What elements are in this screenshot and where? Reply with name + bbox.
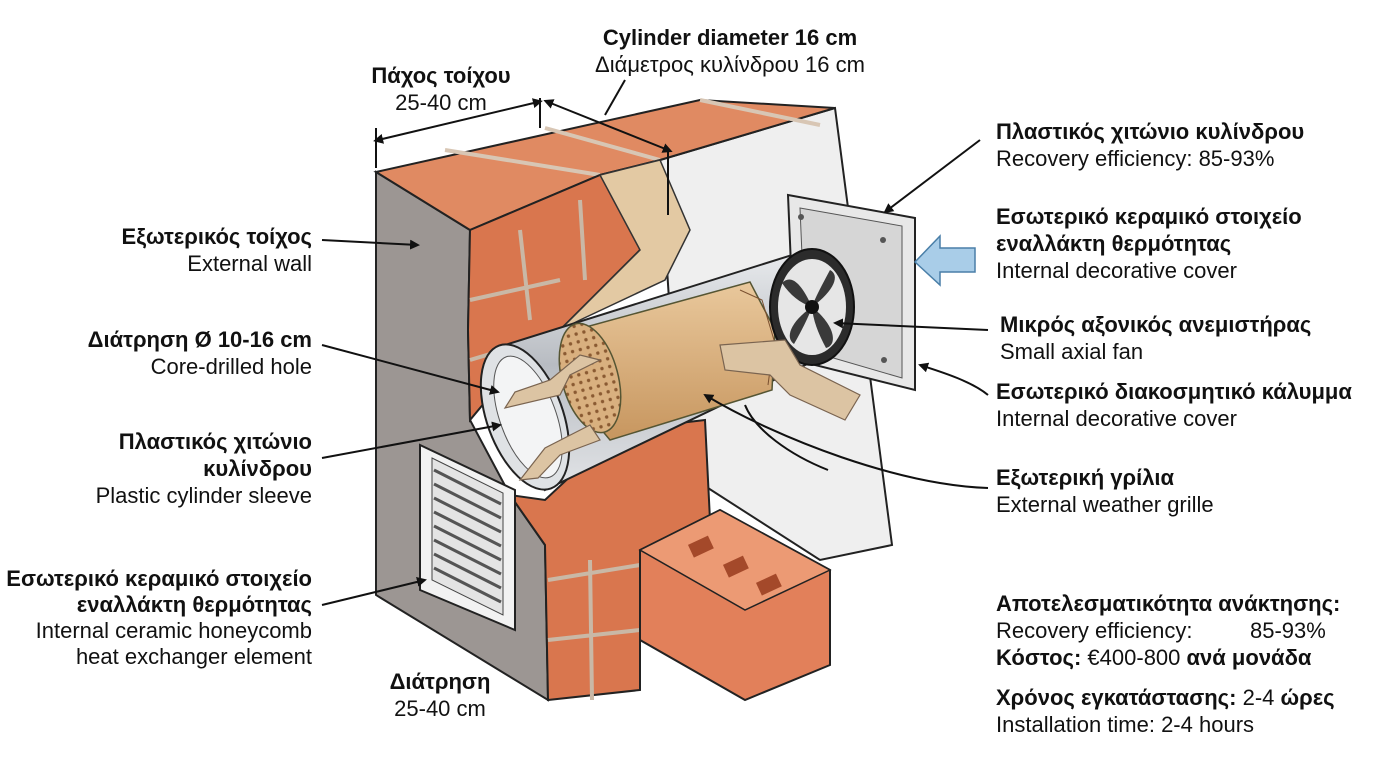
- decorative-cover-en: Internal decorative cover: [996, 406, 1237, 431]
- sleeve-right-en: Recovery efficiency: 85-93%: [996, 146, 1275, 171]
- leader-lines: [321, 79, 989, 606]
- wall-thickness-label: Πάχος τοίχου 25-40 cm: [356, 62, 526, 116]
- axial-fan: [769, 248, 855, 366]
- summary-time-unit: ώρες: [1280, 685, 1335, 710]
- weather-grille-en: External weather grille: [996, 492, 1214, 517]
- external-wall-label: Εξωτερικός τοίχος External wall: [122, 223, 312, 277]
- cold-air-arrow: [913, 234, 976, 287]
- sleeve-label-right: Πλαστικός χιτώνιο κυλίνδρου Recovery eff…: [996, 118, 1304, 172]
- summary-efficiency-row: Recovery efficiency: 85-93%: [996, 617, 1326, 644]
- summary-efficiency-en: Recovery efficiency:: [996, 618, 1193, 643]
- cylinder-diameter-en: Cylinder diameter 16 cm: [602, 25, 858, 50]
- axial-fan-label: Μικρός αξονικός ανεμιστήρας Small axial …: [1000, 311, 1311, 365]
- summary-efficiency-value: 85-93%: [1250, 618, 1326, 643]
- wall-thickness-title: Πάχος τοίχου: [371, 63, 511, 88]
- summary-cost-label: Κόστος:: [996, 645, 1082, 670]
- weather-grille-label: Εξωτερική γρίλια External weather grille: [996, 464, 1214, 518]
- insulation-layer: [559, 159, 691, 331]
- external-weather-grille: [419, 443, 516, 632]
- sleeve-right-gr: Πλαστικός χιτώνιο κυλίνδρου: [996, 119, 1305, 144]
- ceramic-core-label-right: Εσωτερικό κεραμικό στοιχείο εναλλάκτη θε…: [996, 203, 1302, 284]
- airflow-arrows: [503, 339, 861, 481]
- summary-cost-unit: ανά μονάδα: [1186, 645, 1312, 670]
- external-wall-gr: Εξωτερικός τοίχος: [121, 224, 312, 249]
- ceramic-core-right-en: Internal decorative cover: [996, 258, 1237, 283]
- summary-time-en-row: Installation time: 2-4 hours: [996, 711, 1254, 738]
- cylinder-diameter-label: Cylinder diameter 16 cm Διάμετρος κυλίνδ…: [560, 24, 900, 78]
- ceramic-core-left-gr-2: εναλλάκτη θερμότητας: [76, 592, 312, 617]
- sleeve-left-en: Plastic cylinder sleeve: [95, 483, 312, 508]
- summary-time-label: Χρόνος εγκατάστασης:: [996, 685, 1237, 710]
- axial-fan-en: Small axial fan: [1000, 339, 1144, 364]
- drilling-depth-label: Διάτρηση 25-40 cm: [370, 668, 510, 722]
- summary-cost-value: €400-800: [1087, 645, 1181, 670]
- ceramic-core-right-gr-2: εναλλάκτη θερμότητας: [996, 231, 1232, 256]
- summary-time-en: Installation time: 2-4 hours: [996, 712, 1255, 737]
- sleeve-label-left: Πλαστικός χιτώνιο κυλίνδρου Plastic cyli…: [96, 428, 312, 509]
- summary-cost-row: Κόστος: €400-800 ανά μονάδα: [996, 644, 1311, 671]
- core-drilled-hole-label: Διάτρηση Ø 10-16 cm Core-drilled hole: [88, 326, 312, 380]
- cylinder-diameter-gr: Διάμετρος κυλίνδρου 16 cm: [595, 52, 865, 77]
- decorative-cover-gr: Εσωτερικό διακοσμητικό κάλυμμα: [996, 379, 1352, 404]
- ceramic-core-left-en-2: heat exchanger element: [75, 644, 312, 669]
- weather-grille-gr: Εξωτερική γρίλια: [996, 465, 1175, 490]
- ceramic-core-right-gr-1: Εσωτερικό κεραμικό στοιχείο: [996, 204, 1302, 229]
- summary-time-value: 2-4: [1242, 685, 1275, 710]
- summary-time-row: Χρόνος εγκατάστασης: 2-4 ώρες: [996, 684, 1335, 711]
- sleeve-left-gr-1: Πλαστικός χιτώνιο: [118, 429, 312, 454]
- sleeve-left-gr-2: κυλίνδρου: [203, 456, 312, 481]
- ceramic-core-left-gr-1: Εσωτερικό κεραμικό στοιχείο: [6, 566, 312, 591]
- axial-fan-gr: Μικρός αξονικός ανεμιστήρας: [1000, 312, 1312, 337]
- core-drilled-hole-gr: Διάτρηση Ø 10-16 cm: [87, 327, 312, 352]
- ceramic-core-label-left: Εσωτερικό κεραμικό στοιχείο εναλλάκτη θε…: [6, 566, 312, 670]
- summary-efficiency-title: Αποτελεσματικότητα ανάκτησης:: [996, 590, 1340, 617]
- decorative-cover-label: Εσωτερικό διακοσμητικό κάλυμμα Internal …: [996, 378, 1352, 432]
- wall-thickness-value: 25-40 cm: [395, 90, 487, 115]
- drilling-depth-title: Διάτρηση: [389, 669, 491, 694]
- core-drilled-hole-en: Core-drilled hole: [150, 354, 312, 379]
- ceramic-core-left-en-1: Internal ceramic honeycomb: [35, 618, 312, 643]
- dimension-lines: [373, 98, 673, 215]
- external-wall-en: External wall: [187, 251, 312, 276]
- drilling-depth-value: 25-40 cm: [394, 696, 486, 721]
- summary-efficiency-gr: Αποτελεσματικότητα ανάκτησης:: [996, 591, 1341, 616]
